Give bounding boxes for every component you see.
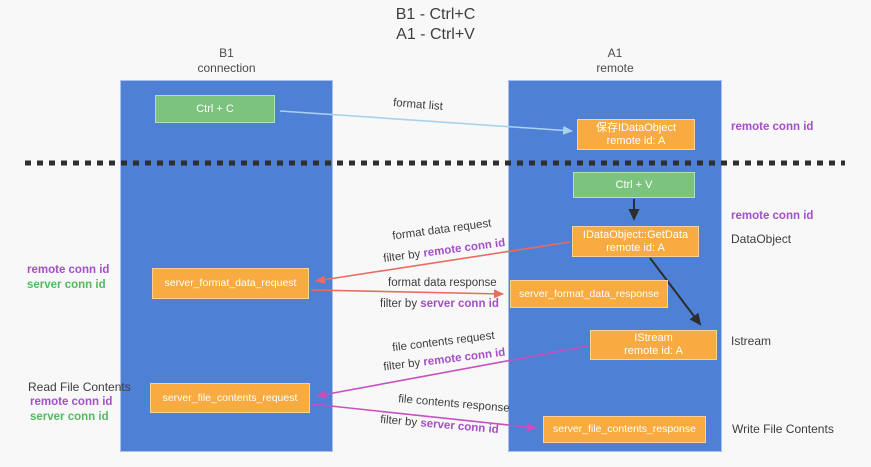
node-save-idataobject-line2: remote id: A — [606, 134, 666, 147]
format-data-response-label: format data response — [388, 277, 497, 289]
format-data-response-arrow — [310, 289, 504, 299]
format-list-arrow — [279, 110, 573, 135]
node-getdata-line2: remote id: A — [606, 241, 665, 254]
write-file-contents-annotation: Write File Contents — [732, 422, 834, 436]
column-header-a1: A1 remote — [508, 46, 722, 76]
remote-conn-id-annotation-top: remote conn id — [731, 121, 814, 133]
page-title: B1 - Ctrl+C A1 - Ctrl+V — [0, 5, 871, 45]
node-istream: IStream remote id: A — [590, 330, 717, 360]
server-conn-id-annotation-left-1: server conn id — [27, 279, 106, 291]
node-server-file-contents-request-label: server_file_contents_request — [162, 391, 298, 404]
column-a1-name: A1 — [607, 46, 623, 60]
getdata-to-istream-arrow — [649, 257, 702, 326]
node-ctrl-c-label: Ctrl + C — [196, 102, 234, 115]
read-file-contents-annotation: Read File Contents — [28, 380, 131, 394]
node-getdata-line1: IDataObject::GetData — [582, 228, 689, 241]
remote-conn-id-annotation-left-2: remote conn id — [30, 396, 113, 408]
node-ctrl-v-label: Ctrl + V — [615, 178, 653, 191]
node-server-format-data-response: server_format_data_response — [510, 280, 668, 308]
node-server-format-data-request: server_format_data_request — [152, 268, 309, 299]
remote-conn-id-annotation-mid: remote conn id — [731, 210, 814, 222]
filter-by-text: filter by — [380, 298, 421, 310]
column-b1-role: connection — [197, 61, 256, 75]
node-ctrl-c: Ctrl + C — [155, 95, 275, 123]
filter-by-server-conn-id-label-1: filter by server conn id — [380, 298, 499, 310]
server-conn-id-annotation-left-2: server conn id — [30, 411, 109, 423]
node-server-format-data-request-label: server_format_data_request — [164, 277, 297, 289]
node-server-format-data-response-label: server_format_data_response — [518, 287, 660, 300]
file-contents-response-arrow — [311, 403, 537, 432]
istream-annotation: Istream — [731, 334, 772, 348]
node-save-idataobject-line1: 保存IDataObject — [595, 121, 677, 134]
node-ctrl-v: Ctrl + V — [573, 172, 695, 198]
node-idataobject-getdata: IDataObject::GetData remote id: A — [572, 226, 699, 257]
node-server-file-contents-response-label: server_file_contents_response — [552, 423, 696, 435]
column-a1-role: remote — [596, 61, 634, 75]
node-server-file-contents-response: server_file_contents_response — [543, 416, 706, 443]
dataobject-annotation: DataObject — [731, 232, 792, 246]
node-save-idataobject: 保存IDataObject remote id: A — [577, 119, 695, 150]
title-line-2: A1 - Ctrl+V — [396, 26, 475, 43]
column-b1-name: B1 — [219, 46, 234, 60]
node-server-file-contents-request: server_file_contents_request — [150, 383, 310, 413]
node-istream-line1: IStream — [634, 332, 673, 344]
remote-conn-id-annotation-left-1: remote conn id — [27, 264, 110, 276]
node-istream-line2: remote id: A — [624, 345, 683, 357]
file-contents-request-arrow — [316, 345, 589, 399]
server-conn-id-text: server conn id — [420, 298, 499, 310]
title-line-1: B1 - Ctrl+C — [395, 6, 476, 23]
format-data-request-arrow — [315, 241, 571, 285]
column-header-b1: B1 connection — [120, 46, 333, 76]
